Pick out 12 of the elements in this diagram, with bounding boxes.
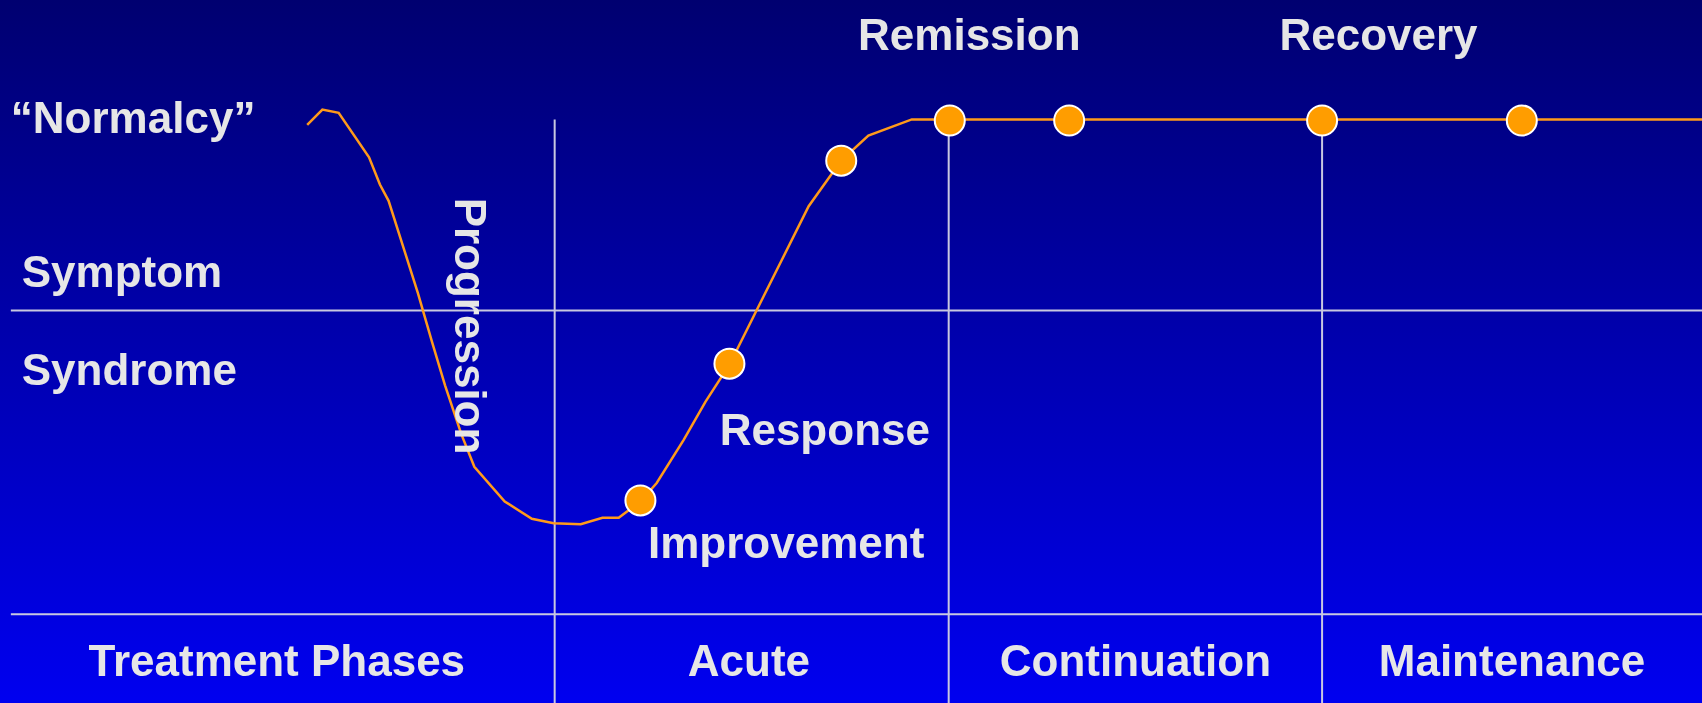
phase-label: Continuation — [999, 639, 1271, 684]
axis-label: Syndrome — [21, 348, 237, 393]
axis-label: “Normalcy” — [10, 96, 256, 141]
axis-label: Symptom — [21, 250, 223, 295]
stage-label: Remission — [858, 12, 1081, 57]
curve-label: Progression — [448, 197, 492, 454]
row-heading: Treatment Phases — [88, 639, 466, 684]
phase-label: Maintenance — [1378, 639, 1646, 684]
stage-label: Improvement — [648, 520, 925, 565]
stage-label: Response — [719, 407, 930, 452]
stage-label: Recovery — [1279, 12, 1478, 57]
phase-label: Acute — [687, 639, 811, 684]
